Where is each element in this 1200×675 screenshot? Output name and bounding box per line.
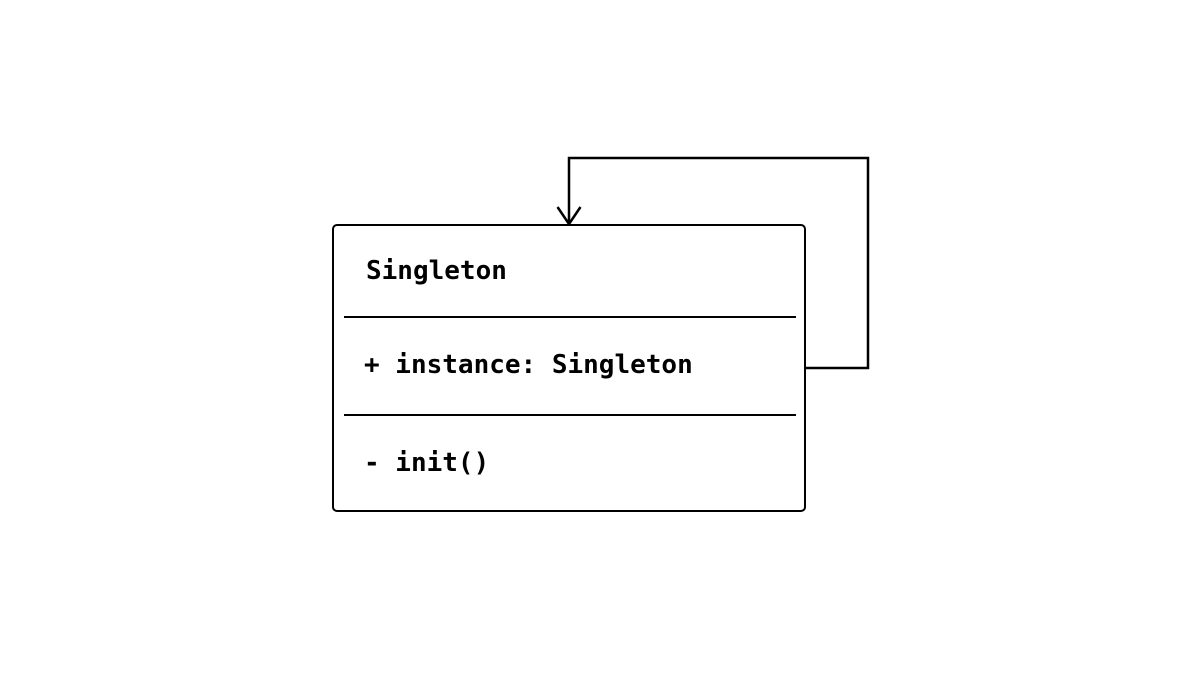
class-box-singleton[interactable]: Singleton + instance: Singleton - init(): [332, 224, 806, 512]
attribute-row: + instance: Singleton: [364, 349, 693, 380]
compartment-divider-attributes: [343, 315, 796, 318]
class-name-label: Singleton: [366, 255, 507, 286]
compartment-divider-operations: [343, 414, 796, 416]
operations-compartment: - init(): [334, 414, 804, 511]
class-name-compartment: Singleton: [334, 226, 804, 316]
attributes-compartment: + instance: Singleton: [334, 316, 804, 415]
association-path: [567, 156, 870, 370]
operation-row: - init(): [364, 447, 490, 478]
